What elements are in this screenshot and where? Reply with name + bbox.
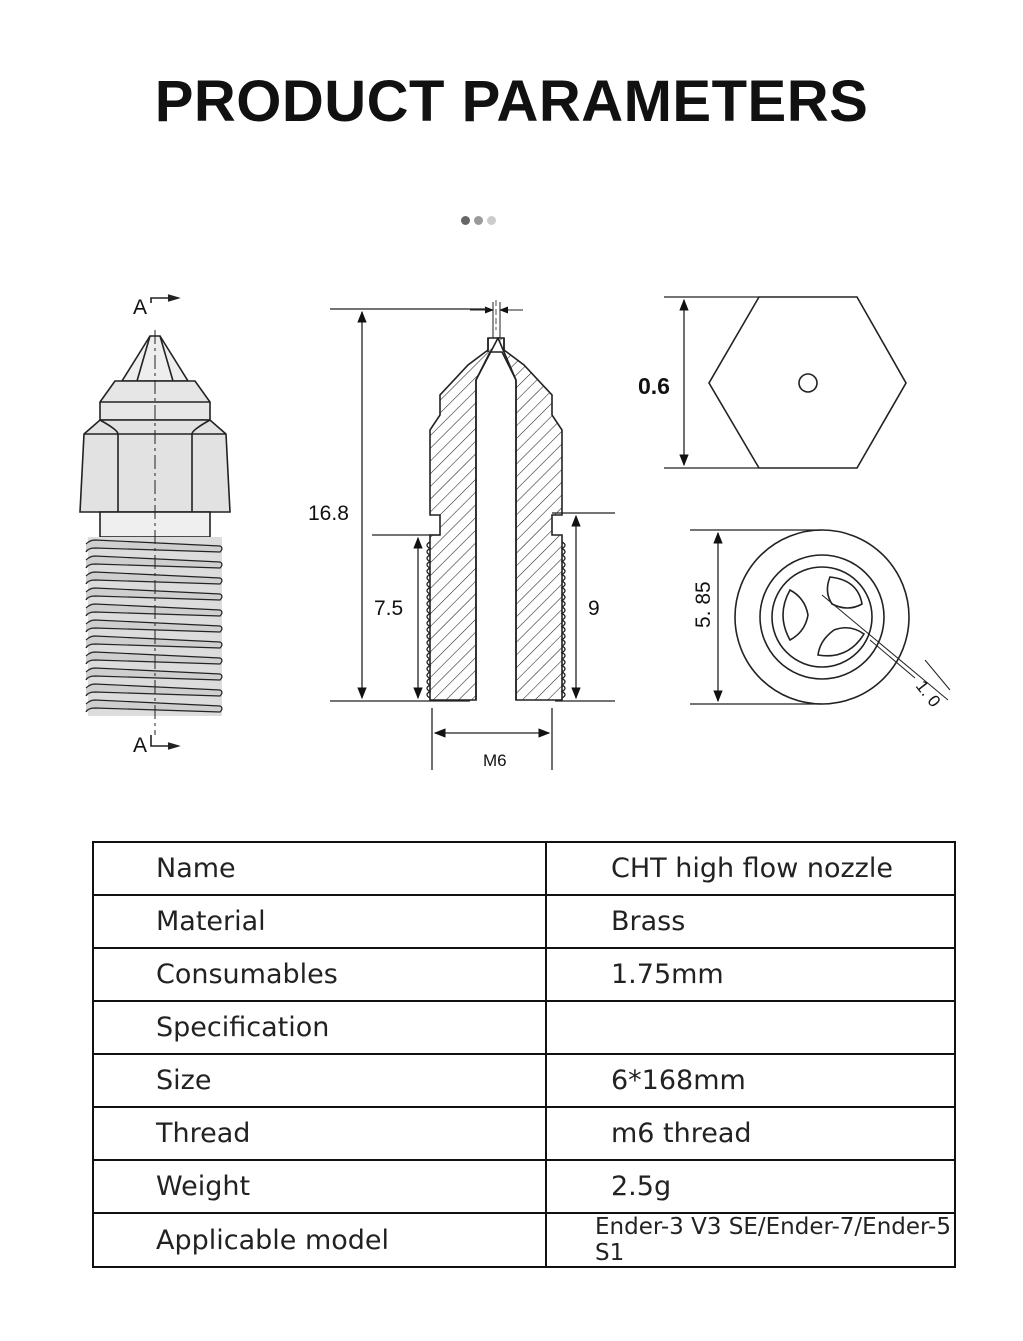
pager-dot-3[interactable] — [487, 216, 496, 225]
table-row: Specification — [92, 1000, 956, 1055]
dim-thread-outer: 9 — [588, 597, 600, 620]
param-value: 2.5g — [545, 1159, 956, 1214]
param-value: m6 thread — [545, 1106, 956, 1161]
param-key: Material — [92, 894, 547, 949]
param-key: Weight — [92, 1159, 547, 1214]
param-key: Specification — [92, 1000, 547, 1055]
param-key: Name — [92, 841, 547, 896]
nozzle-inlet-end-view — [690, 529, 951, 705]
dim-total-height: 16.8 — [308, 502, 349, 525]
param-key: Consumables — [92, 947, 547, 1002]
param-value: Ender-3 V3 SE/Ender-7/Ender-5 S1 — [545, 1212, 956, 1268]
pager-dot-2[interactable] — [474, 216, 483, 225]
carousel-pager — [461, 216, 496, 225]
dim-wall-thickness: 1. 0 — [912, 677, 944, 711]
section-label-bottom: A — [133, 734, 147, 757]
nozzle-cross-section — [330, 300, 615, 770]
dim-outer-diameter: 5. 85 — [692, 581, 715, 628]
pager-dot-1[interactable] — [461, 216, 470, 225]
param-value — [545, 1000, 956, 1055]
dim-nozzle-bore: 0.6 — [638, 373, 670, 399]
param-key: Applicable model — [92, 1212, 547, 1268]
page-title: PRODUCT PARAMETERS — [154, 69, 869, 134]
param-value: CHT high flow nozzle — [545, 841, 956, 896]
technical-drawing: A A — [79, 294, 951, 770]
dim-thread-size: M6 — [483, 751, 507, 770]
nozzle-external-view: A A — [79, 294, 231, 757]
dim-thread-inner: 7.5 — [374, 597, 403, 620]
param-value: Brass — [545, 894, 956, 949]
section-label-top: A — [133, 296, 147, 319]
param-value: 1.75mm — [545, 947, 956, 1002]
param-value: 6*168mm — [545, 1053, 956, 1108]
nozzle-hex-end-view — [664, 296, 907, 469]
param-key: Size — [92, 1053, 547, 1108]
param-key: Thread — [92, 1106, 547, 1161]
